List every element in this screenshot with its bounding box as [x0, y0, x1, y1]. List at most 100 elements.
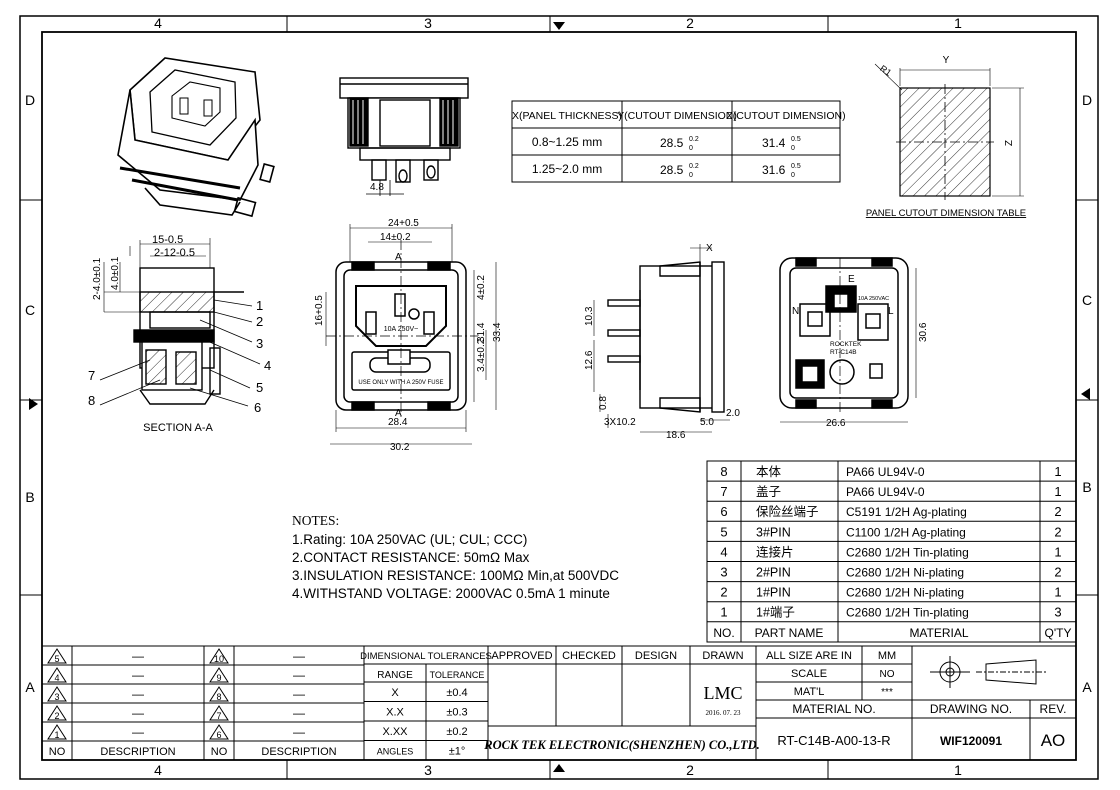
panel-table-row2-z: 31.6 — [762, 163, 786, 177]
zone-left-A: A — [25, 679, 35, 695]
bom-row-material: C5191 1/2H Ag-plating — [846, 505, 967, 519]
center-arrow-left — [29, 398, 38, 410]
bom-row-no: 6 — [720, 504, 727, 519]
revision-triangle-icon — [209, 724, 229, 740]
note-1: 1.Rating: 10A 250VAC (UL; CUL; CCC) — [292, 532, 527, 547]
dim-30-2: 30.2 — [390, 442, 410, 453]
rear-label-n: N — [792, 306, 799, 317]
dim-4: 4±0.2 — [476, 275, 487, 300]
dim-3-4: 3.4±0.2 — [476, 338, 487, 372]
tb-drawing-no: WIF120091 — [940, 734, 1002, 748]
bom-row-part-name: 2#PIN — [756, 566, 791, 580]
revision-col-no: NO — [49, 746, 66, 758]
revision-mark: — — [293, 706, 305, 720]
tb-date: 2016. 07. 23 — [706, 709, 742, 717]
tol-value: ±0.2 — [446, 726, 467, 738]
outer-border — [19, 15, 1099, 780]
dim-12-6: 12.6 — [584, 350, 595, 370]
bom-row-no: 5 — [720, 524, 727, 539]
section-mark-top: A — [395, 252, 402, 263]
tol-value: ±1° — [449, 746, 466, 758]
projection-symbol — [930, 656, 1046, 688]
bom-row-material: PA66 UL94V-0 — [846, 485, 925, 499]
revision-no: 10 — [214, 654, 224, 664]
tb-approved: APPROVED — [491, 650, 552, 662]
revision-mark: — — [293, 725, 305, 739]
panel-table-row2-z-tol-dn: 0 — [791, 172, 795, 179]
bom-row-material: PA66 UL94V-0 — [846, 465, 925, 479]
callout-7: 7 — [88, 368, 95, 383]
bom-row-qty: 3 — [1054, 605, 1061, 620]
revision-col-description: DESCRIPTION — [100, 746, 175, 758]
dim-4-0: 4.0±0.1 — [110, 256, 121, 290]
dim-2-4-0: 2-4.0±0.1 — [92, 257, 103, 300]
revision-no: 5 — [54, 654, 59, 664]
panel-table-row2-z-tol-up: 0.5 — [791, 163, 801, 170]
fuse-label: USE ONLY WITH A 250V FUSE — [358, 380, 443, 386]
revision-mark: — — [132, 687, 144, 701]
revision-no: 3 — [54, 692, 59, 702]
title-block — [487, 645, 1077, 761]
panel-table-header-x: X(PANEL THICKNESS) — [512, 110, 622, 122]
revision-triangle-icon — [209, 667, 229, 683]
bom-header-no: NO. — [713, 626, 734, 640]
revision-mark: — — [132, 668, 144, 682]
rating-label: 10A 250V~ — [384, 326, 418, 333]
revision-mark: — — [132, 725, 144, 739]
revision-triangle-icon — [209, 705, 229, 721]
dim-16: 16+0.5 — [314, 295, 325, 326]
tol-range: X.XX — [382, 726, 408, 738]
dim-10-3: 10.3 — [584, 306, 595, 326]
callout-5: 5 — [256, 380, 263, 395]
notes-title: NOTES: — [292, 513, 339, 528]
revision-mark: — — [132, 649, 144, 663]
dim-33-4: 33.4 — [492, 322, 503, 342]
zone-top-2: 2 — [686, 15, 694, 31]
dim-26-6: 26.6 — [826, 418, 846, 429]
bom-row-qty: 1 — [1054, 585, 1061, 600]
bom-row-qty: 2 — [1054, 524, 1061, 539]
bom-row-no: 1 — [720, 605, 727, 620]
zone-bottom-1: 1 — [954, 762, 962, 778]
revision-mark: — — [132, 706, 144, 720]
panel-cutout-drawing — [874, 63, 1024, 200]
revision-no: 4 — [54, 673, 59, 683]
revision-triangle-icon — [47, 667, 67, 683]
dim-30-6: 30.6 — [918, 322, 929, 342]
bom-row-part-name: 盖子 — [756, 485, 781, 499]
tol-value: ±0.3 — [446, 707, 467, 719]
revision-no: 9 — [216, 673, 221, 683]
panel-table-row1-y: 28.5 — [660, 136, 684, 150]
callout-8: 8 — [88, 393, 95, 408]
bom-row-part-name: 保险丝端子 — [756, 504, 819, 519]
dim-28-4: 28.4 — [388, 417, 408, 428]
zone-left-C: C — [25, 302, 35, 318]
bom-row-qty: 2 — [1054, 504, 1061, 519]
note-3: 3.INSULATION RESISTANCE: 100MΩ Min,at 50… — [292, 568, 619, 583]
panel-table-row2-x: 1.25~2.0 mm — [532, 162, 602, 176]
dim-3x10-2: 3X10.2 — [604, 417, 636, 428]
panel-table-row1-z: 31.4 — [762, 136, 786, 150]
notes-block: NOTES: 1.Rating: 10A 250VAC (UL; CUL; CC… — [292, 513, 619, 601]
zone-right-C: C — [1082, 292, 1092, 308]
panel-table-row1-z-tol-up: 0.5 — [791, 136, 801, 143]
tb-company: ROCK TEK ELECTRONIC(SHENZHEN) CO.,LTD. — [483, 738, 760, 752]
tb-matl-label: MAT'L — [794, 686, 825, 698]
bom-row-no: 2 — [720, 585, 727, 600]
tol-col-tol: TOLERANCE — [430, 670, 485, 680]
dim-2-0: 2.0 — [726, 408, 740, 419]
bom-row-no: 8 — [720, 464, 727, 479]
revision-triangle-icon — [47, 705, 67, 721]
revision-triangle-icon — [209, 648, 229, 664]
panel-cutout-table — [511, 100, 841, 183]
center-arrow-right — [1081, 388, 1090, 400]
revision-no: 8 — [216, 692, 221, 702]
note-2: 2.CONTACT RESISTANCE: 50mΩ Max — [292, 550, 530, 565]
bom-row-material: C2680 1/2H Tin-plating — [846, 606, 969, 620]
revision-triangle-icon — [47, 648, 67, 664]
bom-header-qty: Q'TY — [1045, 626, 1072, 640]
front-view — [325, 224, 497, 445]
panel-table-row2-y: 28.5 — [660, 163, 684, 177]
revision-no: 2 — [54, 711, 59, 721]
